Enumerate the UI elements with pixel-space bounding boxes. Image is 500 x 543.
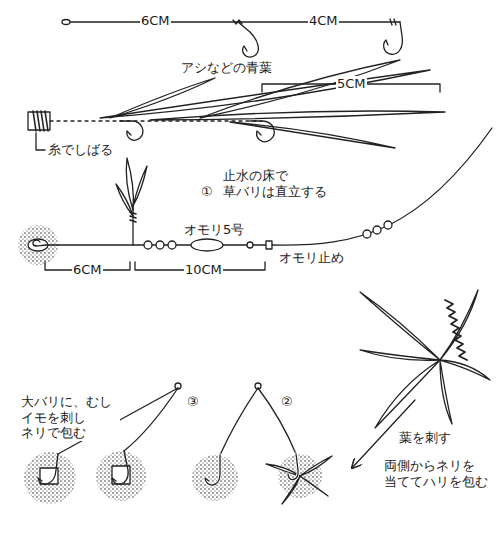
hook-halo — [288, 454, 298, 480]
note-label: 止水の床で 草バリは直立する — [222, 168, 336, 199]
grass-leaf — [133, 166, 147, 206]
reed-leaf — [110, 78, 215, 118]
part-label: オモリ止め — [278, 250, 345, 266]
tube — [28, 112, 50, 130]
part-label: オモリ5号 — [183, 222, 245, 238]
line-eye — [62, 20, 70, 25]
sinker-stop — [266, 241, 272, 249]
grass-leaf — [116, 184, 133, 216]
bead — [168, 241, 176, 249]
grass-leaf — [375, 360, 440, 428]
bait-ball — [24, 452, 76, 504]
harris-line — [124, 388, 178, 451]
grass-leaf — [440, 360, 490, 380]
harris-line — [220, 388, 258, 455]
callout-number: ③ — [186, 394, 200, 410]
dimension-label: 4CM — [308, 13, 339, 29]
callout-number: ① — [200, 184, 214, 200]
dimension-label: 6CM — [140, 13, 171, 29]
grass-leaf — [360, 350, 440, 360]
grass-leaf — [440, 360, 452, 424]
bead — [156, 241, 164, 249]
bait-ball — [192, 455, 238, 501]
note-label: 大バリに、むし イモを刺し ネリで包む — [20, 394, 120, 441]
grass-leaf — [266, 464, 300, 476]
hook — [238, 22, 258, 57]
grass-leaf — [440, 290, 478, 360]
harris-line — [258, 388, 296, 454]
bait-ball — [96, 451, 146, 501]
bead — [373, 226, 381, 234]
thread-wrap — [445, 300, 467, 360]
dimension-label: 5CM — [336, 76, 367, 92]
thread-wrap — [130, 212, 136, 222]
bead — [144, 241, 152, 249]
dimension-label: 10CM — [184, 262, 223, 278]
knot — [390, 19, 396, 25]
hook — [38, 454, 58, 484]
hook — [112, 451, 128, 484]
bait-ball — [18, 225, 58, 265]
leader-line — [36, 133, 45, 150]
grass-leaf — [300, 456, 332, 476]
grass-leaf — [300, 476, 328, 496]
hook-halo — [205, 455, 220, 485]
sinker — [191, 239, 223, 251]
note-label: 葉を刺す — [398, 430, 452, 446]
note-label: 糸でしばる — [47, 142, 114, 158]
bead — [384, 221, 392, 229]
callout-number: ② — [280, 394, 294, 410]
grass-hook-stem — [132, 205, 133, 245]
hook — [384, 22, 403, 54]
hook — [288, 454, 298, 480]
bead — [247, 242, 253, 248]
grass-leaf — [360, 292, 440, 360]
note-label: 両側からネリを 当ててハリを包む — [383, 458, 495, 489]
hook — [205, 455, 220, 485]
part-label: アシなどの青葉 — [180, 60, 273, 76]
thread-wrap — [33, 111, 48, 131]
dimension-label: 6CM — [72, 262, 103, 278]
hook — [33, 240, 58, 246]
hook — [120, 121, 143, 140]
reed-leaf — [230, 122, 395, 148]
bead — [363, 230, 371, 238]
reed-leaf — [150, 111, 445, 120]
